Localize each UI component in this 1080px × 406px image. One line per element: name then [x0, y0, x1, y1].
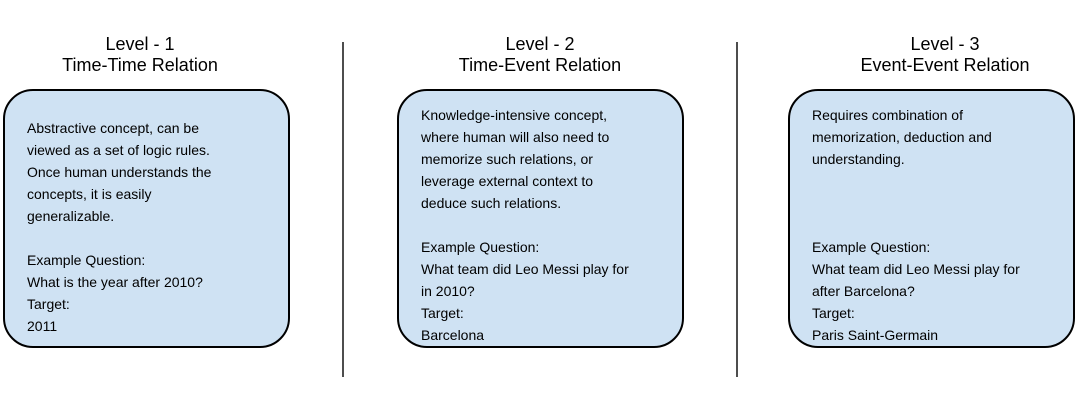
panel-1-description-box: Abstractive concept, can be viewed as a …	[3, 89, 290, 348]
panel-3-description-box: Requires combination of memorization, de…	[788, 89, 1075, 348]
panel-2-title: Level - 2 Time-Event Relation	[458, 34, 622, 75]
divider-line-1	[342, 42, 344, 377]
panel-1-title: Level - 1 Time-Time Relation	[62, 34, 218, 75]
panel-2-description-box: Knowledge-intensive concept, where human…	[397, 89, 684, 348]
panel-3-title: Level - 3 Event-Event Relation	[860, 34, 1030, 75]
divider-line-2	[736, 42, 738, 377]
